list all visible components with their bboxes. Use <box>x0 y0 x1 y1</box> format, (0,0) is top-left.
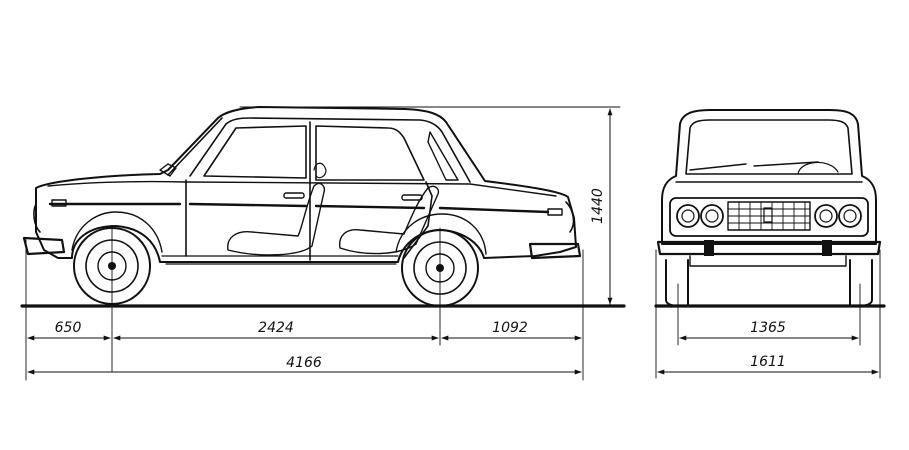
side-view: 650 2424 1092 4166 1440 <box>20 106 626 381</box>
side-front-seat <box>227 182 326 256</box>
side-rear-wheel-arch <box>395 213 487 255</box>
front-emblem-icon <box>763 207 773 223</box>
side-window-frame <box>189 117 471 183</box>
front-overhang-label: 650 <box>55 320 82 336</box>
side-front-bumper <box>22 236 66 256</box>
side-rear-seat <box>339 185 440 255</box>
side-rear-window <box>315 125 425 181</box>
side-rear-door-handle-icon <box>401 194 423 201</box>
side-steering-wheel <box>313 162 327 179</box>
side-front-window <box>203 125 307 179</box>
side-front-door-handle-icon <box>283 192 305 199</box>
side-front-light <box>33 203 41 233</box>
front-headlights-right <box>814 204 862 228</box>
front-grille-panel <box>669 197 869 237</box>
wheelbase-label: 2424 <box>258 320 294 336</box>
front-bumper <box>656 240 882 256</box>
height-label: 1440 <box>590 188 606 224</box>
front-bumper-guard-right <box>822 240 832 256</box>
front-body-outline <box>661 109 877 245</box>
front-windshield <box>685 119 853 175</box>
side-rear-wheel <box>401 227 479 346</box>
side-rear-light <box>565 201 575 233</box>
front-wiper-right-icon <box>753 161 819 167</box>
side-rear-bumper <box>528 242 582 260</box>
front-tyre-left <box>665 259 689 307</box>
side-front-wheel-arch <box>71 211 163 253</box>
front-wiper-left-icon <box>689 163 747 171</box>
overall-length-label: 4166 <box>286 355 322 371</box>
side-rear-marker-light <box>547 208 563 216</box>
side-front-marker-light <box>51 199 67 207</box>
side-sill-line <box>161 255 399 265</box>
side-moulding <box>48 202 550 214</box>
front-bumper-guard-left <box>704 240 714 256</box>
track-label: 1365 <box>750 320 786 336</box>
front-under-panel <box>689 255 847 267</box>
side-mirror-icon <box>159 163 177 177</box>
front-view: 1365 1611 <box>654 109 886 379</box>
front-headlights-left <box>676 204 724 228</box>
rear-overhang-label: 1092 <box>492 320 528 336</box>
overall-width-label: 1611 <box>750 354 786 370</box>
front-tyre-right <box>849 259 873 307</box>
front-grille <box>727 201 811 231</box>
side-quarter-window <box>427 131 459 181</box>
side-front-wheel <box>73 225 151 373</box>
side-windshield-line <box>167 117 223 176</box>
side-belt-line <box>47 180 557 197</box>
front-steering-wheel <box>797 161 839 175</box>
